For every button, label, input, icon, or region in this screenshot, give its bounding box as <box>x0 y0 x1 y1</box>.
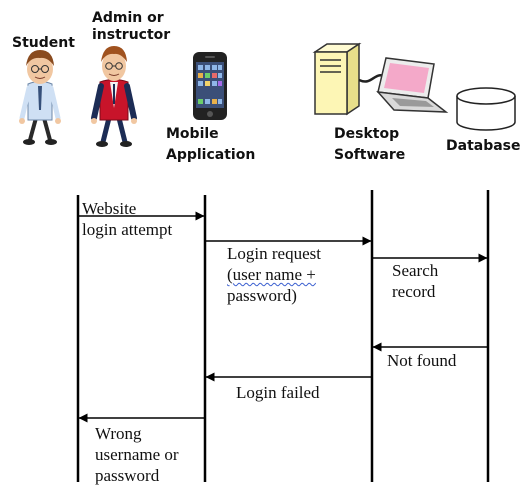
message-website-login-attempt: Website login attempt <box>82 199 173 239</box>
admin-label: Admin or instructor <box>92 10 171 43</box>
message-wrong-credentials: Wrong username or password <box>95 424 179 485</box>
instructor-figure-icon <box>91 46 137 147</box>
database-label: Database <box>446 138 521 154</box>
message-login-failed: Login failed <box>236 383 320 402</box>
desktop-computer-icon <box>312 42 385 116</box>
student-label: Student <box>12 35 75 51</box>
message-search-record: Search record <box>392 261 439 301</box>
database-cylinder-icon <box>456 87 516 131</box>
message-not-found: Not found <box>387 351 457 370</box>
mobile-app-label: Mobile Application <box>166 126 256 163</box>
desktop-software-label: Desktop Software <box>334 126 406 163</box>
laptop-icon <box>376 57 449 113</box>
message-login-request: Login request (user name + password) <box>227 244 321 305</box>
smartphone-icon <box>193 52 227 120</box>
student-figure-icon <box>19 50 61 145</box>
